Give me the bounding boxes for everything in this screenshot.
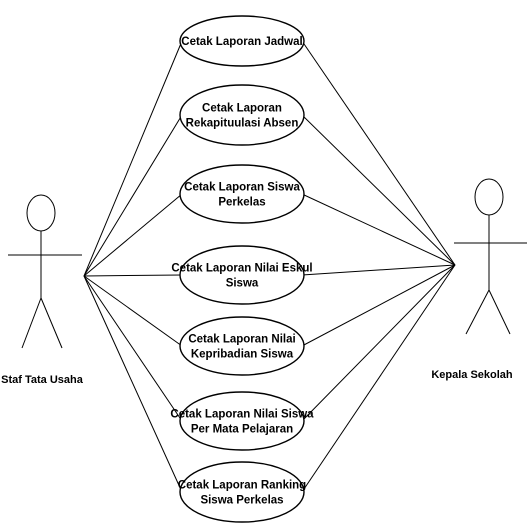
use-case-label: Cetak Laporan Nilai Siswa [170,409,314,421]
actor-left-label: Staf Tata Usaha [1,374,84,386]
use-case-ellipse [179,316,305,376]
association-left-ranking [83,275,183,493]
association-right-absen [301,114,456,266]
use-case-ellipse [179,391,305,451]
association-right-siswa-perkelas [301,193,456,266]
association-right-mata-pelajaran [301,264,456,422]
association-left-jadwal [83,40,183,277]
use-case-label: Per Mata Pelajaran [191,424,293,436]
right-associations [301,40,456,493]
use-case-ellipse [179,164,305,224]
use-case-ellipse [179,245,305,305]
actor-left-leg-right [40,297,63,349]
actor-right-leg-left [465,289,490,335]
association-right-jadwal [301,40,456,266]
use-case-label: Kepribadian Siswa [191,349,294,361]
actor-left-head [26,194,56,232]
use-case-label: Rekapituulasi Absen [186,118,299,130]
use-case-label: Cetak Laporan [202,103,282,115]
actor-right-label: Kepala Sekolah [431,369,513,381]
association-right-ranking [301,264,456,493]
actor-staf-tata-usaha: Staf Tata Usaha [1,194,84,386]
use-case-jadwal: Cetak Laporan Jadwal [179,15,305,67]
association-right-kepribadian [301,264,456,347]
actor-right-head [474,178,504,216]
use-case-ellipse [179,461,305,523]
association-left-kepribadian [83,275,183,347]
association-left-absen [83,114,183,277]
actor-right-leg-right [488,289,511,335]
use-case-label: Cetak Laporan Siswa [184,182,300,194]
association-left-mata-pelajaran [83,275,183,422]
association-left-eskul [83,274,183,277]
actor-left-leg-left [21,297,42,349]
association-left-siswa-perkelas [83,193,183,277]
use-case-label: Cetak Laporan Jadwal [181,36,302,48]
association-right-eskul [301,264,456,276]
actor-kepala-sekolah: Kepala Sekolah [431,178,527,381]
use-case-ellipse [179,84,305,146]
use-case-label: Siswa Perkelas [200,495,283,507]
use-case-ellipse [179,15,305,67]
use-case-label: Siswa [226,278,259,290]
use-case-label: Cetak Laporan Nilai [188,334,295,346]
use-case-label: Cetak Laporan Nilai Eskul [171,263,312,275]
use-case-label: Cetak Laporan Ranking [178,480,306,492]
use-case-label: Perkelas [218,197,265,209]
left-associations [83,40,183,493]
